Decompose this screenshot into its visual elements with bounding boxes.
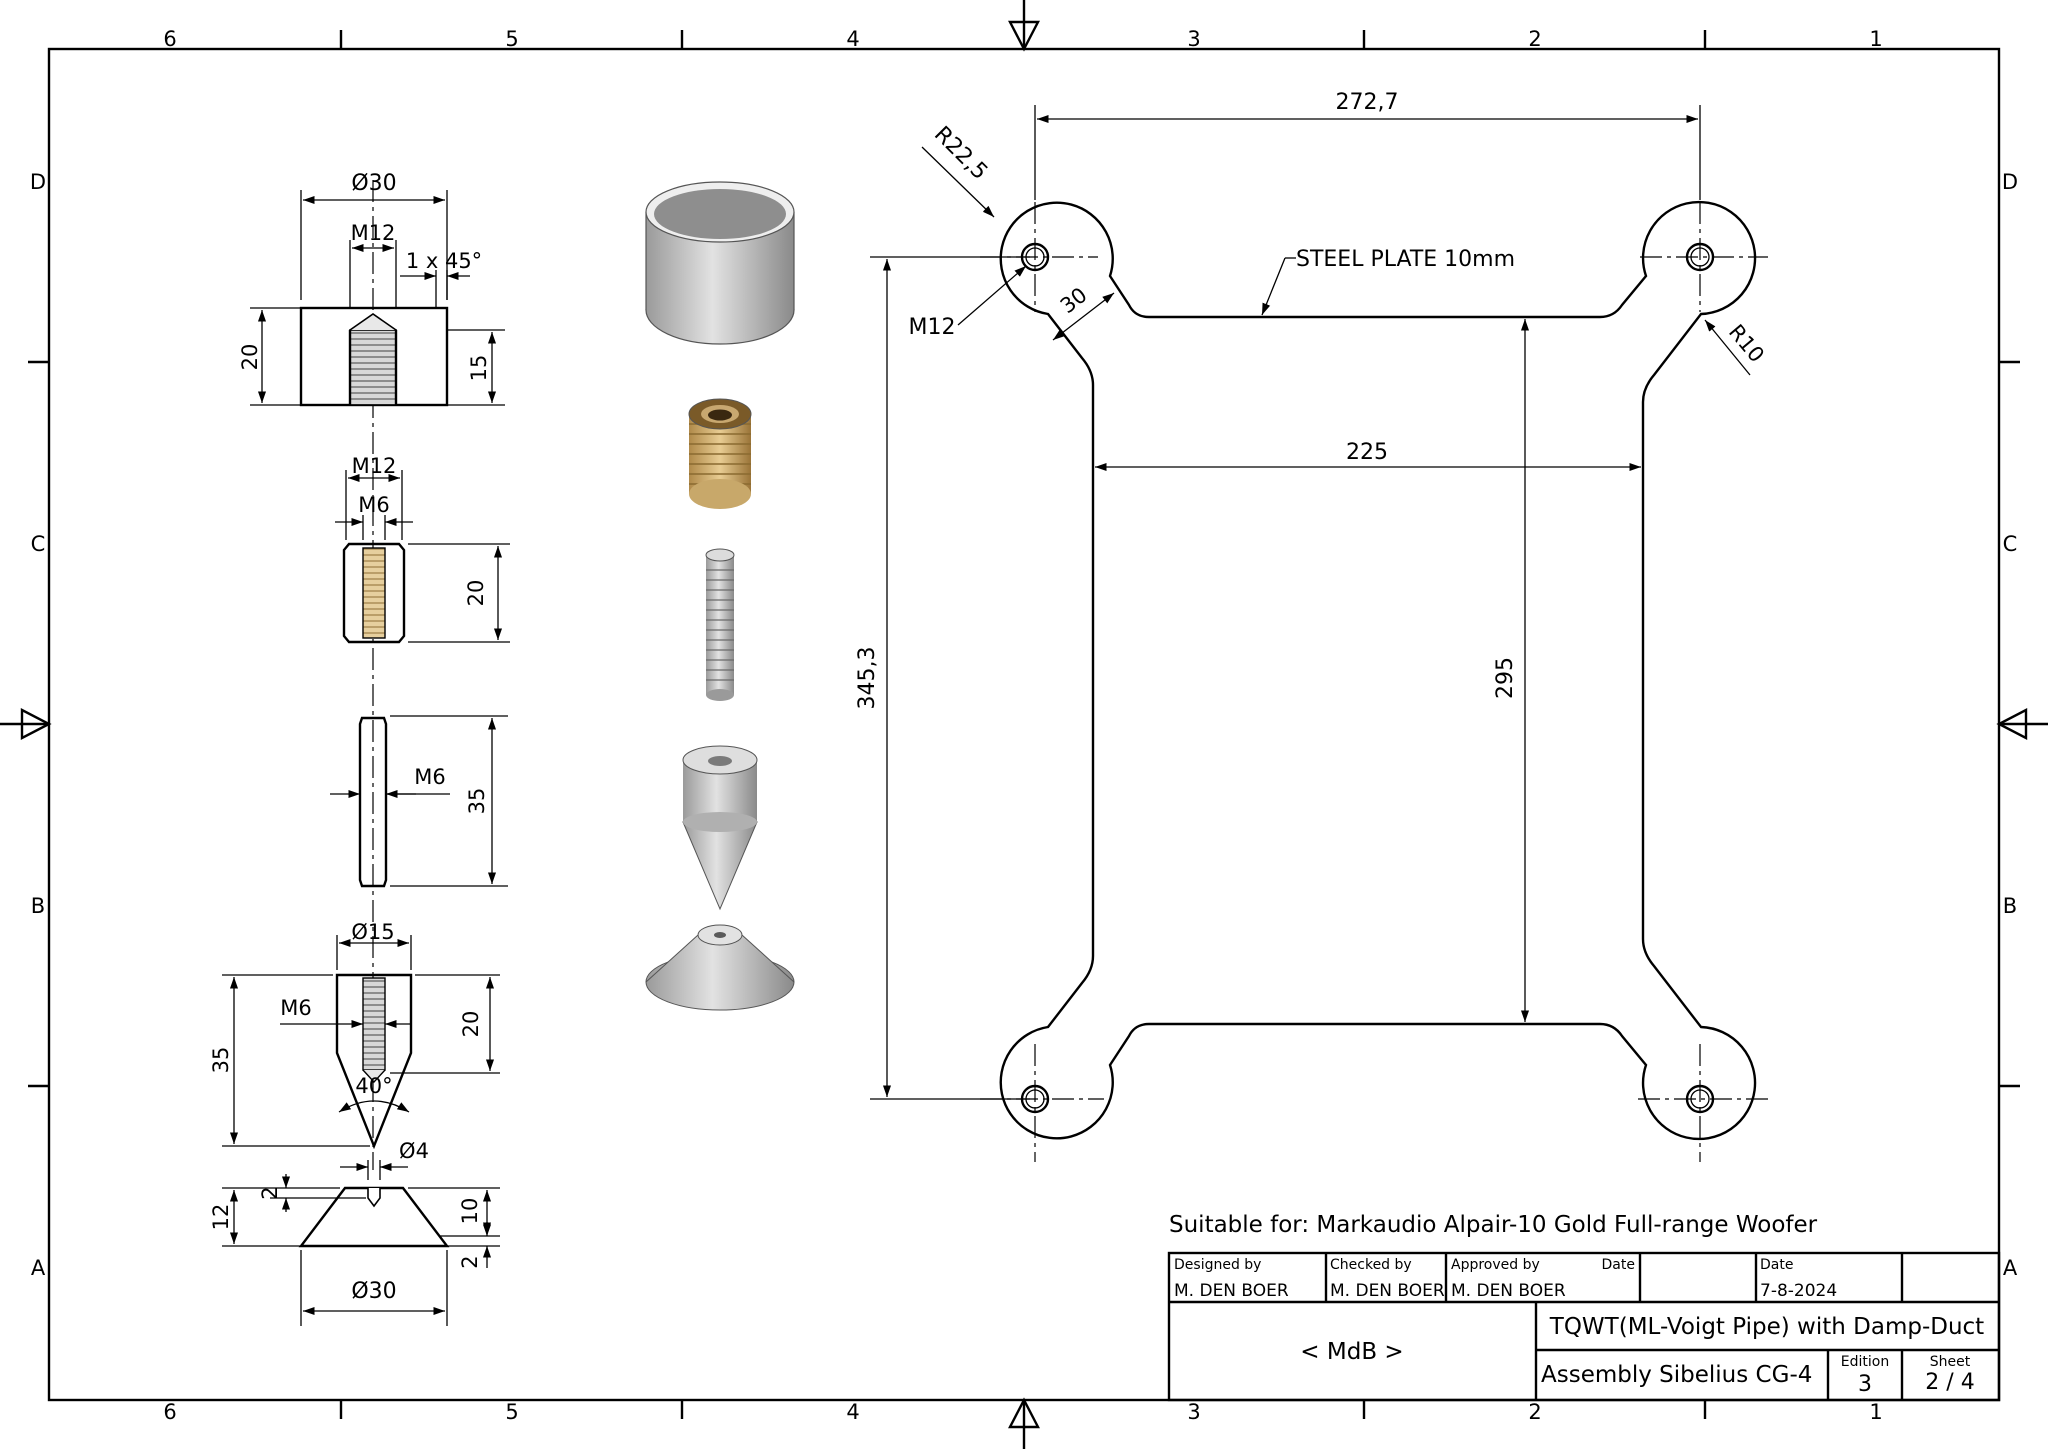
zone-label-col-3-top: 3	[1187, 27, 1200, 51]
plate-outer-radius-label: R22,5	[929, 122, 992, 185]
stud-render	[705, 548, 735, 701]
plate-top-width-label: 272,7	[1336, 90, 1399, 115]
date-label: Date	[1760, 1257, 1793, 1273]
sheet-value: 2 / 4	[1925, 1370, 1974, 1395]
plate-inner-width-label: 225	[1346, 440, 1388, 465]
spike-thread-depth-label: 20	[459, 1011, 483, 1038]
designed-by-value: M. DEN BOER	[1174, 1281, 1289, 1301]
approved-by-label: Approved by	[1451, 1257, 1540, 1273]
insert-height-label: 20	[464, 580, 488, 607]
plate-inner-height-label: 295	[1493, 657, 1518, 699]
title-block: Designed by M. DEN BOER Checked by M. DE…	[1167, 1251, 2001, 1402]
cup-hole-diameter-label: Ø4	[399, 1139, 429, 1163]
cup-base-height-label: 2	[458, 1255, 482, 1268]
plate-outline	[999, 200, 1757, 1141]
nut-thread-label: M12	[351, 221, 396, 245]
steel-plate-view: 272,7 R22,5 STEEL PLATE 10mm M12 30 R10 …	[855, 90, 1769, 1162]
drawing-title: TQWT(ML-Voigt Pipe) with Damp-Duct	[1549, 1314, 1984, 1340]
zone-label-col-4-bottom: 4	[846, 1400, 859, 1424]
zone-label-row-d-right: D	[2002, 170, 2018, 194]
cup-depth-label: 2	[258, 1186, 282, 1199]
nut-depth-label: 15	[467, 355, 491, 382]
nut-chamfer-label: 1 x 45°	[406, 249, 482, 273]
edition-label: Edition	[1841, 1354, 1889, 1370]
cup-section-view: Ø4 2 12 10 2 Ø30	[209, 1139, 500, 1326]
zone-label-col-6-top: 6	[163, 27, 176, 51]
zone-label-col-5-bottom: 5	[505, 1400, 518, 1424]
date-value: 7-8-2024	[1760, 1281, 1837, 1301]
plate-inner-radius-label: R10	[1724, 320, 1769, 367]
zone-label-row-c-right: C	[2003, 532, 2018, 556]
edition-value: 3	[1858, 1372, 1872, 1397]
spike-section-view: Ø15 M6 20 35 40°	[209, 920, 500, 1150]
zone-label-col-2-bottom: 2	[1528, 1400, 1541, 1424]
insert-section-view: M12 M6 20	[335, 454, 510, 644]
zone-label-row-c-left: C	[31, 532, 46, 556]
cup-height-label: 12	[209, 1204, 233, 1231]
zone-label-row-a-right: A	[2003, 1256, 2018, 1280]
insert-outer-thread-label: M12	[352, 454, 397, 478]
spike-render	[682, 745, 758, 911]
spike-length-label: 35	[209, 1047, 233, 1074]
cup-cone-height-label: 10	[458, 1198, 482, 1225]
zone-label-row-b-left: B	[31, 894, 45, 918]
zone-label-col-5-top: 5	[505, 27, 518, 51]
plate-outer-height-label: 345,3	[855, 647, 880, 710]
centering-mark-top	[1008, 0, 1040, 52]
stud-view: M6 35	[330, 715, 508, 888]
plate-material-note: STEEL PLATE 10mm	[1296, 247, 1515, 272]
spike-thread-label: M6	[280, 996, 311, 1020]
nut-diameter-label: Ø30	[351, 171, 396, 196]
cup-render	[645, 924, 795, 1011]
zone-label-col-3-bottom: 3	[1187, 1400, 1200, 1424]
zone-label-col-1-top: 1	[1869, 27, 1882, 51]
nut-render	[645, 181, 795, 345]
plate-hole-thread-label: M12	[909, 315, 956, 340]
zone-label-col-1-bottom: 1	[1869, 1400, 1882, 1424]
suitability-note: Suitable for: Markaudio Alpair-10 Gold F…	[1169, 1212, 1818, 1238]
company-label: < MdB >	[1300, 1339, 1403, 1365]
zone-label-row-a-left: A	[31, 1256, 46, 1280]
zone-label-row-b-right: B	[2003, 894, 2017, 918]
zone-label-col-6-bottom: 6	[163, 1400, 176, 1424]
nut-section-view: Ø30 M12 1 x 45° 20 15	[238, 171, 505, 407]
zone-label-row-d-left: D	[30, 170, 46, 194]
stud-length-label: 35	[465, 788, 489, 815]
spike-diameter-label: Ø15	[351, 920, 394, 944]
insert-inner-thread-label: M6	[358, 493, 389, 517]
centering-mark-bottom	[1008, 1397, 1040, 1449]
brass-insert-render	[688, 398, 752, 509]
checked-by-label: Checked by	[1330, 1257, 1412, 1273]
centering-mark-right	[1996, 708, 2048, 740]
designed-by-label: Designed by	[1174, 1257, 1261, 1273]
centering-mark-left	[0, 708, 52, 740]
drawing-subtitle: Assembly Sibelius CG-4	[1541, 1362, 1812, 1388]
plate-arm-width-label: 30	[1056, 283, 1092, 318]
checked-by-value: M. DEN BOER	[1330, 1281, 1445, 1301]
cup-diameter-label: Ø30	[351, 1279, 396, 1304]
approved-by-value: M. DEN BOER	[1451, 1281, 1566, 1301]
zone-label-col-2-top: 2	[1528, 27, 1541, 51]
zone-label-col-4-top: 4	[846, 27, 859, 51]
approval-date-label: Date	[1602, 1257, 1635, 1273]
sheet-label: Sheet	[1930, 1354, 1971, 1370]
stud-thread-label: M6	[414, 765, 445, 789]
nut-height-label: 20	[238, 344, 262, 371]
spike-angle-label: 40°	[355, 1074, 392, 1098]
